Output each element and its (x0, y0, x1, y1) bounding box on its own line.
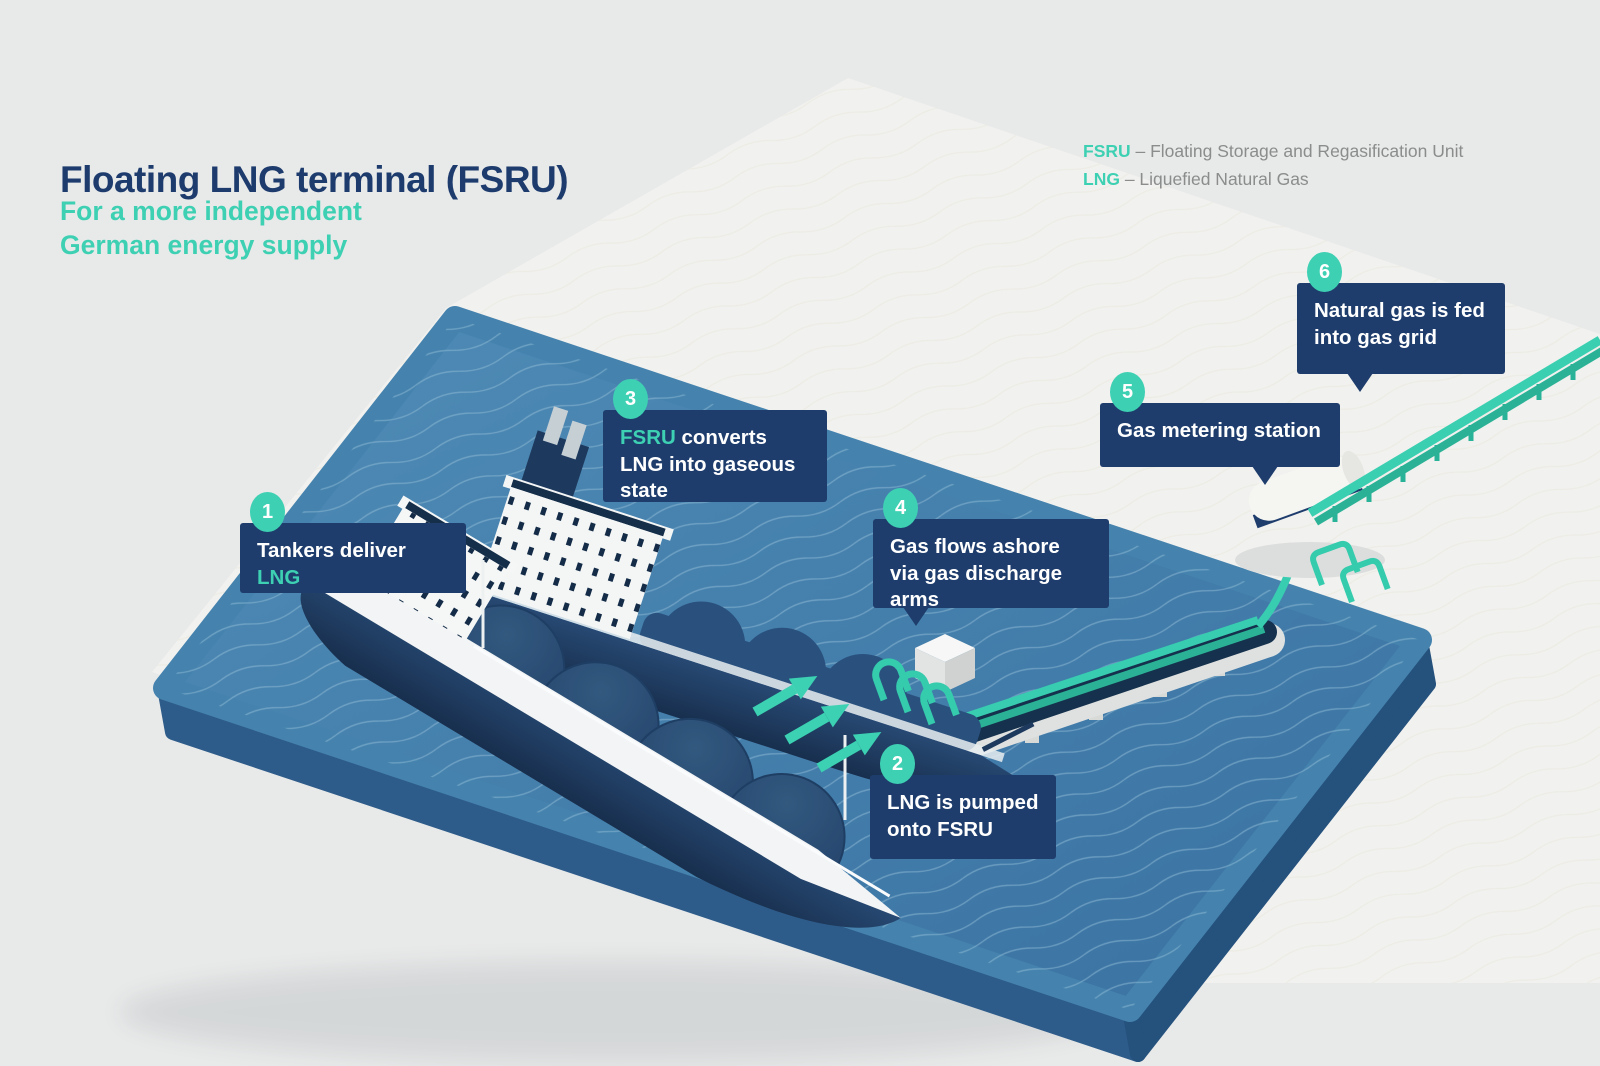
step-badge: 4 (883, 488, 918, 528)
pipeline-to-gas-grid (1307, 336, 1600, 526)
gas-discharge-arms (872, 658, 960, 726)
callout-accent: LNG (257, 565, 301, 589)
step-callout-6: 6 Natural gas is fed into gas grid (1297, 252, 1505, 392)
step-callout-4: 4 Gas flows ashore via gas discharge arm… (873, 488, 1109, 626)
page-subtitle: For a more independent German energy sup… (60, 195, 362, 263)
subtitle-line: For a more independent (60, 196, 362, 226)
callout-text: Gas metering station (1117, 419, 1321, 442)
step-badge: 6 (1307, 252, 1342, 292)
callout-text: converts LNG into gaseous state (620, 426, 796, 503)
fsru-vessel (397, 406, 1037, 800)
callout-accent: FSRU (620, 426, 676, 449)
step-badge: 5 (1110, 372, 1145, 412)
ground-shadow (120, 962, 1120, 1062)
legend-desc: – Floating Storage and Regasification Un… (1130, 141, 1464, 161)
gas-metering-station (1235, 449, 1391, 604)
legend: FSRU – Floating Storage and Regasificati… (1083, 137, 1463, 194)
legend-item: FSRU – Floating Storage and Regasificati… (1083, 137, 1463, 165)
legend-item: LNG – Liquefied Natural Gas (1083, 165, 1463, 193)
step-badge: 3 (613, 379, 648, 419)
step-callout-2: 2 LNG is pumped onto FSRU (870, 744, 1056, 859)
legend-desc: – Liquefied Natural Gas (1119, 169, 1309, 190)
page-title: Floating LNG terminal (FSRU) (60, 158, 569, 200)
step-callout-1: 1 Tankers deliver LNG (240, 492, 466, 593)
legend-abbr: LNG (1083, 169, 1120, 190)
hull (300, 583, 901, 928)
callout-text: Tankers deliver (257, 539, 406, 562)
transfer-arrows-icon (752, 676, 882, 773)
jetty-building (915, 634, 975, 692)
callout-text: Natural gas is fed into gas grid (1314, 299, 1485, 349)
deck (302, 554, 901, 919)
step-callout-3: 3 FSRU converts LNG into gaseous state (603, 379, 827, 503)
callout-text: Gas flows ashore via gas discharge arms (890, 535, 1063, 612)
step-badge: 2 (880, 744, 915, 784)
callout-text: LNG is pumped onto FSRU (887, 791, 1039, 841)
step-callout-5: 5 Gas metering station (1100, 372, 1340, 485)
legend-abbr: FSRU (1083, 141, 1131, 161)
subtitle-line: German energy supply (60, 229, 348, 260)
step-badge: 1 (250, 492, 285, 532)
